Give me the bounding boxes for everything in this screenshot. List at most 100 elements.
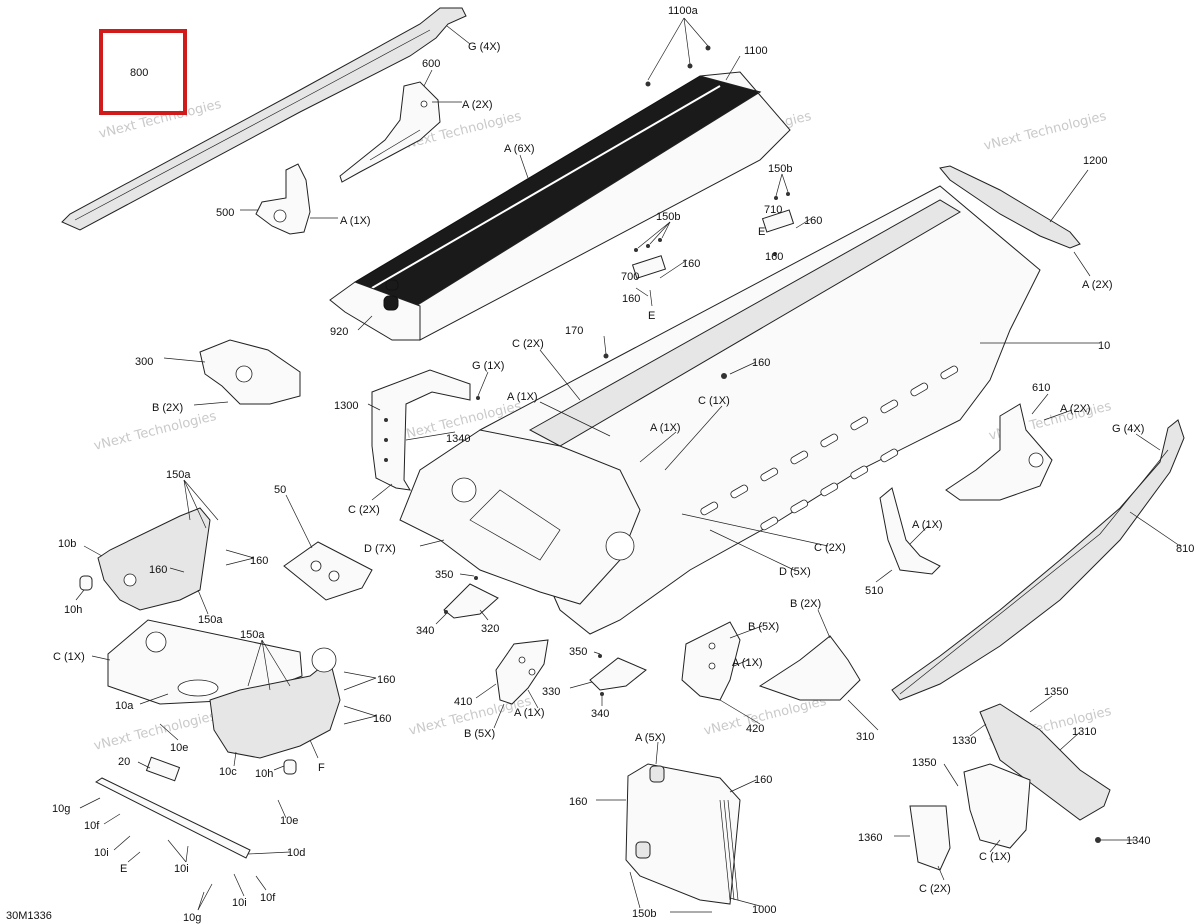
callout-label-10h-b: 10h <box>255 768 273 780</box>
callout-label-10e-a: 10e <box>170 742 188 754</box>
part-710-bracket <box>761 173 813 256</box>
callout-label-700: 700 <box>621 271 639 283</box>
callout-label-a1x-500: A (1X) <box>340 215 371 227</box>
callout-label-160-k: 160 <box>569 796 587 808</box>
callout-label-1350-a: 1350 <box>1044 686 1068 698</box>
part-600-bracket <box>339 69 462 183</box>
callout-label-920: 920 <box>330 326 348 338</box>
callout-label-420: 420 <box>746 723 764 735</box>
part-10d-bar <box>79 756 291 911</box>
callout-label-g4x-right: G (4X) <box>1112 423 1144 435</box>
callout-label-150b-b: 150b <box>656 211 680 223</box>
callout-label-300: 300 <box>135 356 153 368</box>
callout-label-c2x-c: C (2X) <box>814 542 846 554</box>
callout-label-10e-b: 10e <box>280 815 298 827</box>
part-610-bracket <box>945 393 1073 501</box>
callout-label-c2x-b: C (2X) <box>348 504 380 516</box>
callout-label-1000: 1000 <box>752 904 776 916</box>
callout-label-1350-b: 1350 <box>912 757 936 769</box>
callout-label-160-g: 160 <box>149 564 167 576</box>
callout-label-g4x-top: G (4X) <box>468 41 500 53</box>
part-500-bracket <box>240 163 338 235</box>
callout-label-10f-a: 10f <box>84 820 100 832</box>
part-410-bracket <box>475 639 549 729</box>
callout-label-1360: 1360 <box>858 832 882 844</box>
callout-label-1330: 1330 <box>952 735 976 747</box>
part-10b-frame <box>75 479 255 615</box>
callout-label-b5x-a: B (5X) <box>748 621 779 633</box>
callout-label-160-d: 160 <box>622 293 640 305</box>
callout-label-350-a: 350 <box>435 569 453 581</box>
callout-label-150a-a: 150a <box>166 469 191 481</box>
part-330-bracket <box>569 651 647 706</box>
callout-label-340-a: 340 <box>416 625 434 637</box>
callout-label-10i-b: 10i <box>174 863 189 875</box>
callout-label-150a-b: 150a <box>198 614 223 626</box>
callout-label-e-b: E <box>648 310 655 322</box>
callout-label-b5x-b: B (5X) <box>464 728 495 740</box>
callout-label-a1x-c: A (1X) <box>650 422 681 434</box>
callout-label-c2x-d: C (2X) <box>919 883 951 895</box>
callout-label-1310: 1310 <box>1072 726 1096 738</box>
part-800-slide-rail <box>61 7 471 231</box>
part-700-bracket <box>631 221 688 307</box>
callout-label-160-b: 160 <box>765 251 783 263</box>
part-10a-front-plate <box>91 619 303 705</box>
callout-label-c1x-c: C (1X) <box>979 851 1011 863</box>
callout-label-b2x-a: B (2X) <box>152 402 183 414</box>
callout-label-d7x: D (7X) <box>364 543 396 555</box>
watermark: vNext Technologies <box>92 409 218 454</box>
callout-label-310: 310 <box>856 731 874 743</box>
callout-label-800: 800 <box>130 67 148 79</box>
callout-label-a5x: A (5X) <box>635 732 666 744</box>
callout-label-10d: 10d <box>287 847 305 859</box>
callout-label-150b-a: 150b <box>768 163 792 175</box>
callout-label-c2x-a: C (2X) <box>512 338 544 350</box>
callout-label-50: 50 <box>274 484 286 496</box>
callout-label-810: 810 <box>1176 543 1194 555</box>
callout-label-10f-b: 10f <box>260 892 276 904</box>
fastener-group-150a <box>183 479 219 529</box>
callout-label-160-h: 160 <box>377 674 395 686</box>
callout-label-500: 500 <box>216 207 234 219</box>
highlight-box-800 <box>99 29 187 115</box>
callout-label-150a-c: 150a <box>240 629 265 641</box>
callout-label-510: 510 <box>865 585 883 597</box>
callout-label-170: 170 <box>565 325 583 337</box>
part-1100-tunnel-top <box>329 17 791 341</box>
part-50-plate <box>283 494 373 601</box>
document-code: 30M1336 <box>6 910 52 922</box>
part-510-bracket <box>875 487 941 583</box>
callout-label-b2x-b: B (2X) <box>790 598 821 610</box>
fastener-group-1100a <box>645 17 711 87</box>
part-10-tunnel <box>399 185 1100 635</box>
callout-label-1100a: 1100a <box>668 5 699 17</box>
callout-label-10g-a: 10g <box>52 803 70 815</box>
tunnel-cutouts <box>700 365 959 531</box>
callout-label-10h-a: 10h <box>64 604 82 616</box>
callout-label-a2x-610: A (2X) <box>1060 403 1091 415</box>
callout-label-10a: 10a <box>115 700 134 712</box>
callout-label-a1x-510: A (1X) <box>912 519 943 531</box>
callout-label-e-a: E <box>758 226 765 238</box>
callout-label-320: 320 <box>481 623 499 635</box>
callout-label-350-b: 350 <box>569 646 587 658</box>
callout-label-a1x-d: A (1X) <box>732 657 763 669</box>
callout-label-20: 20 <box>118 756 130 768</box>
callout-label-10: 10 <box>1098 340 1110 352</box>
callout-label-a6x: A (6X) <box>504 143 535 155</box>
callout-label-1300: 1300 <box>334 400 358 412</box>
callout-label-a2x-1200: A (2X) <box>1082 279 1113 291</box>
callout-label-1100: 1100 <box>744 45 768 57</box>
callout-label-160-i: 160 <box>373 713 391 725</box>
callout-label-c1x-b: C (1X) <box>53 651 85 663</box>
callout-label-10b: 10b <box>58 538 76 550</box>
callout-label-410: 410 <box>454 696 472 708</box>
callout-label-1200: 1200 <box>1083 155 1107 167</box>
callout-label-f-a: F <box>318 762 325 774</box>
callout-label-160-c: 160 <box>682 258 700 270</box>
callout-label-10i-c: 10i <box>232 897 247 909</box>
part-810-slide-rail <box>891 419 1185 701</box>
